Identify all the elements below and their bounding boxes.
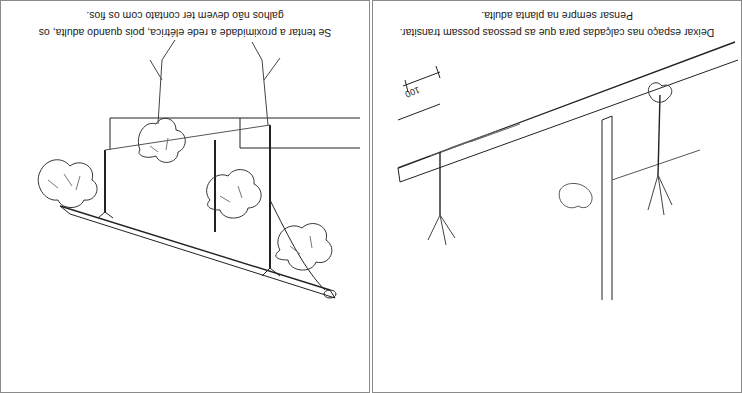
illustration-panel: Deixar espaço nas calçadas para que as p… [372, 0, 742, 393]
street-sketch [38, 40, 360, 298]
panel-caption: Pensar sempre na planta adulta. [382, 7, 732, 24]
panel-caption: Se tentar a proximidade a rede elétrica,… [26, 7, 344, 41]
dimension-label: 100 [404, 85, 422, 100]
panel-caption: Deixar espaço nas calçadas para que as p… [382, 24, 732, 41]
sidewalk-sketch [398, 42, 738, 300]
illustration-panel: Se tentar a proximidade a rede elétrica,… [0, 0, 370, 393]
